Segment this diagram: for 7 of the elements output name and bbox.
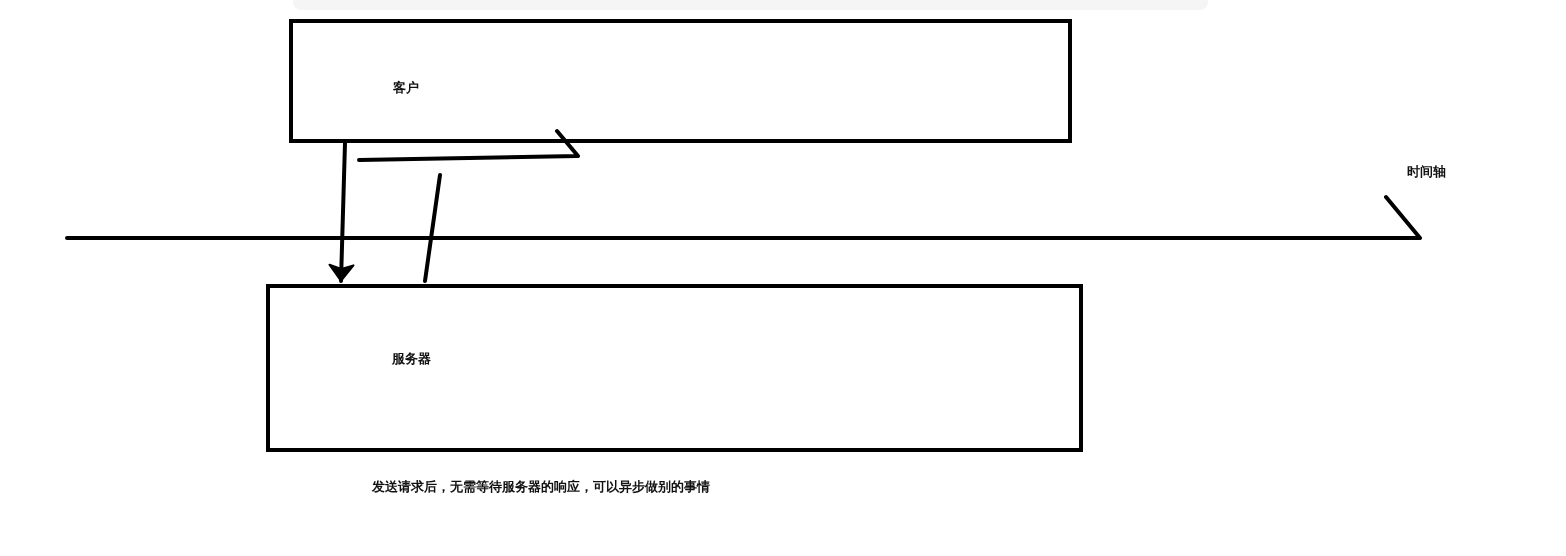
node-label: 服务器 [392, 350, 431, 368]
node-label: 客户 [393, 79, 419, 97]
arrow [328, 141, 355, 283]
note-text: 发送请求后，无需等待服务器的响应，可以异步做别的事情 [372, 478, 710, 496]
axis-label: 时间轴 [1407, 163, 1446, 181]
process-box [289, 19, 1072, 143]
process-box [266, 284, 1083, 452]
